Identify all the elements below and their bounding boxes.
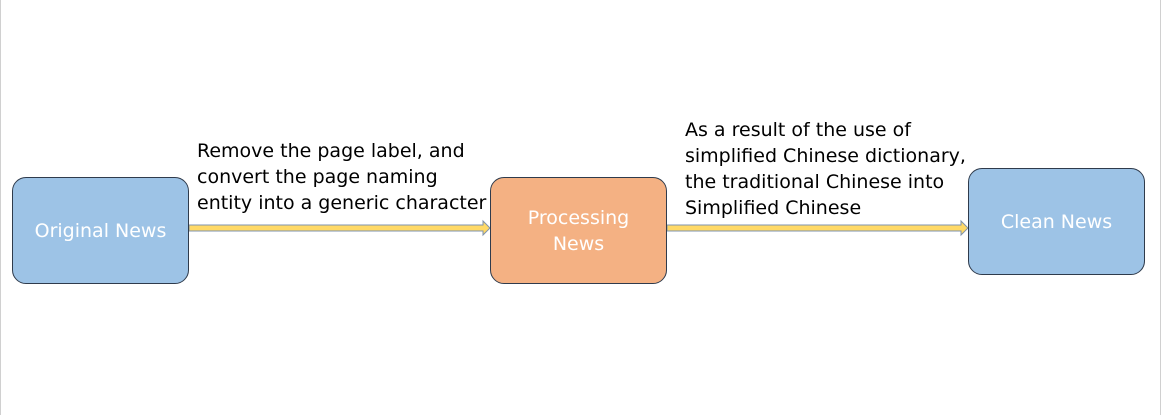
arrow-original-to-processing xyxy=(188,219,491,237)
arrow-processing-to-clean xyxy=(666,219,969,237)
node-clean-news: Clean News xyxy=(968,168,1145,275)
node-original-news: Original News xyxy=(12,177,189,284)
edge-label-remove-page-label: Remove the page label, and convert the p… xyxy=(197,140,487,214)
node-processing-news: Processing News xyxy=(490,177,667,284)
edge-label-simplified-chinese: As a result of the use of simplified Chi… xyxy=(685,119,966,219)
